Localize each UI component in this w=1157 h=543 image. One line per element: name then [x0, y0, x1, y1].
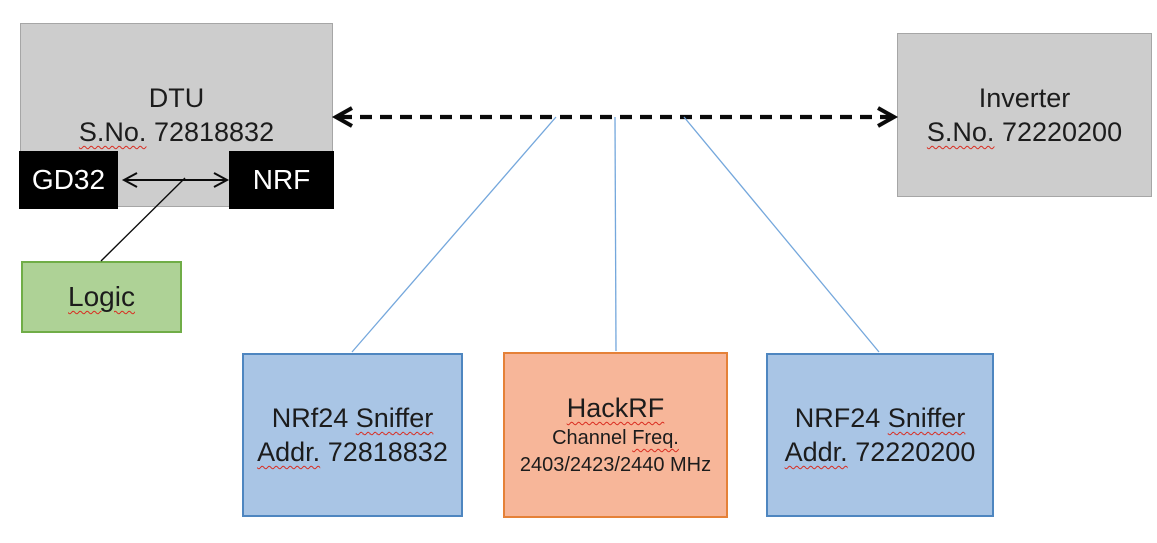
logic-label: Logic	[68, 281, 135, 312]
sniffer-right-name-suffix: Sniffer	[887, 403, 966, 433]
inverter-serial-label: S.No.	[926, 117, 995, 147]
hackrf-connector-line	[614, 116, 617, 352]
sniffer-left-addr-number: 72818832	[327, 437, 448, 467]
hackrf-freq-label: Freq.	[632, 427, 679, 449]
nrf-chip-node: NRF	[229, 151, 334, 209]
gd32-label: GD32	[31, 164, 106, 195]
sniffer-right-addr: Addr. 72220200	[785, 435, 976, 469]
sniffer-right-connector-line	[683, 116, 880, 353]
inverter-title: Inverter	[978, 83, 1071, 113]
sniffer-left-name-prefix: NRf24	[271, 403, 349, 433]
dtu-title: DTU	[148, 83, 205, 113]
hackrf-freq-value: 2403/2423/2440 MHz	[519, 454, 712, 476]
sniffer-left-connector-line	[351, 116, 557, 353]
dtu-serial-number: 72818832	[153, 117, 275, 147]
nrf-label: NRF	[252, 164, 311, 195]
dtu-inverter-dashed-arrow	[331, 106, 899, 128]
sniffer-left-name: NRf24 Sniffer	[272, 401, 434, 435]
inverter-node: Inverter S.No. 72220200	[897, 33, 1152, 197]
gd32-chip-node: GD32	[19, 151, 118, 209]
sniffer-left-name-suffix: Sniffer	[355, 403, 434, 433]
sniffer-right-addr-number: 72220200	[855, 437, 976, 467]
sniffer-left-addr: Addr. 72818832	[257, 435, 448, 469]
sniffer-right-addr-label: Addr.	[784, 437, 848, 467]
dtu-serial-label: S.No.	[78, 117, 147, 147]
inverter-serial: S.No. 72220200	[927, 115, 1122, 149]
sniffer-right-name: NRF24 Sniffer	[795, 401, 966, 435]
hackrf-title: HackRF	[566, 393, 665, 423]
logic-node: Logic	[21, 261, 182, 333]
sniffer-right-name-prefix: NRF24	[794, 403, 881, 433]
sniffer-right-node: NRF24 Sniffer Addr. 72220200	[766, 353, 994, 517]
hackrf-node: HackRF Channel Freq. 2403/2423/2440 MHz	[503, 352, 728, 518]
hackrf-freq-caption: Channel Freq.	[552, 425, 679, 452]
inverter-serial-number: 72220200	[1001, 117, 1123, 147]
sniffer-left-node: NRf24 Sniffer Addr. 72818832	[242, 353, 463, 517]
hackrf-freq-prefix: Channel	[552, 427, 627, 449]
dtu-serial: S.No. 72818832	[79, 115, 274, 149]
sniffer-left-addr-label: Addr.	[257, 437, 321, 467]
